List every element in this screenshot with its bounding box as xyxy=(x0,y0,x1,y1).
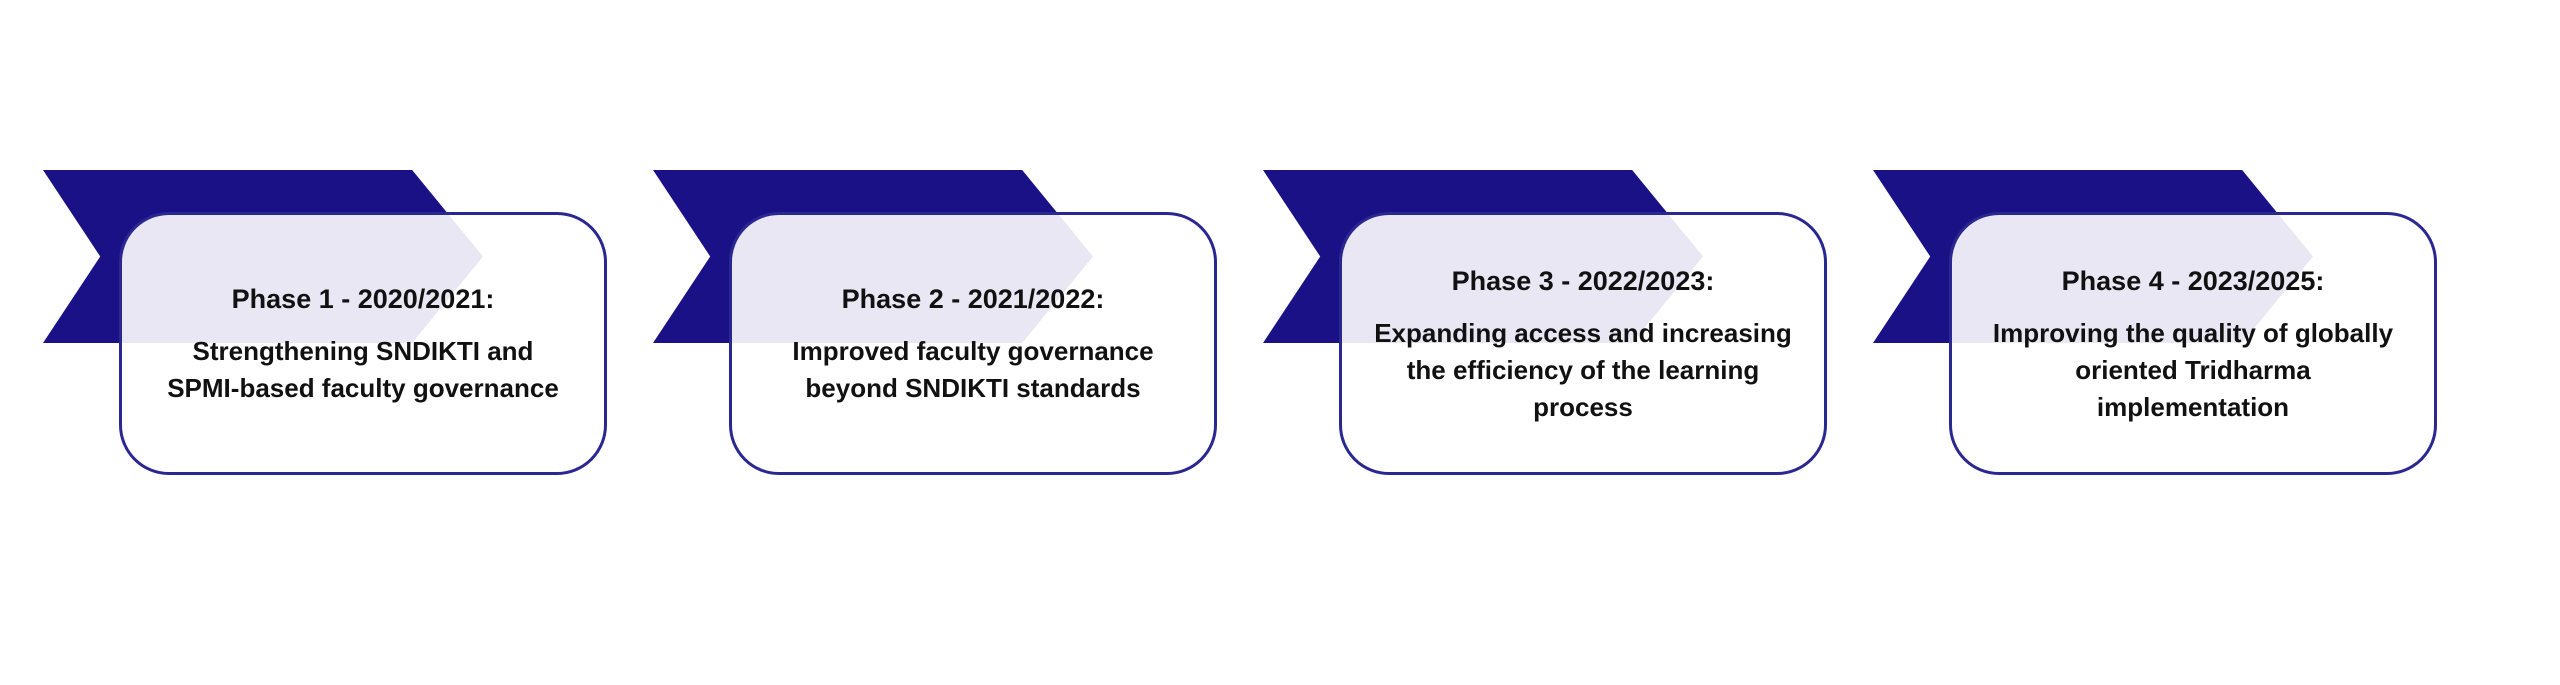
phase-title: Phase 1 - 2020/2021: xyxy=(231,284,495,314)
phase-description: Improving the quality of globally orient… xyxy=(1992,317,2394,422)
phase-1-group: Phase 1 - 2020/2021: Strengthening SNDIK… xyxy=(43,0,653,685)
phase-card: Phase 2 - 2021/2022: Improved faculty go… xyxy=(729,212,1217,475)
phase-4-group: Phase 4 - 2023/2025: Improving the quali… xyxy=(1873,0,2483,685)
phase-title: Phase 4 - 2023/2025: xyxy=(2061,265,2325,296)
phase-description: Strengthening SNDIKTI and SPMI-based fac… xyxy=(167,336,559,403)
phase-card: Phase 3 - 2022/2023: Expanding access an… xyxy=(1339,212,1827,475)
phase-2-group: Phase 2 - 2021/2022: Improved faculty go… xyxy=(653,0,1263,685)
phase-card: Phase 4 - 2023/2025: Improving the quali… xyxy=(1949,212,2437,475)
phase-card: Phase 1 - 2020/2021: Strengthening SNDIK… xyxy=(119,212,607,475)
phase-3-group: Phase 3 - 2022/2023: Expanding access an… xyxy=(1263,0,1873,685)
phase-description: Improved faculty governance beyond SNDIK… xyxy=(792,336,1154,403)
phase-title: Phase 3 - 2022/2023: xyxy=(1451,265,1715,296)
phase-title: Phase 2 - 2021/2022: xyxy=(841,284,1105,314)
phase-description: Expanding access and increasing the effi… xyxy=(1374,317,1792,422)
